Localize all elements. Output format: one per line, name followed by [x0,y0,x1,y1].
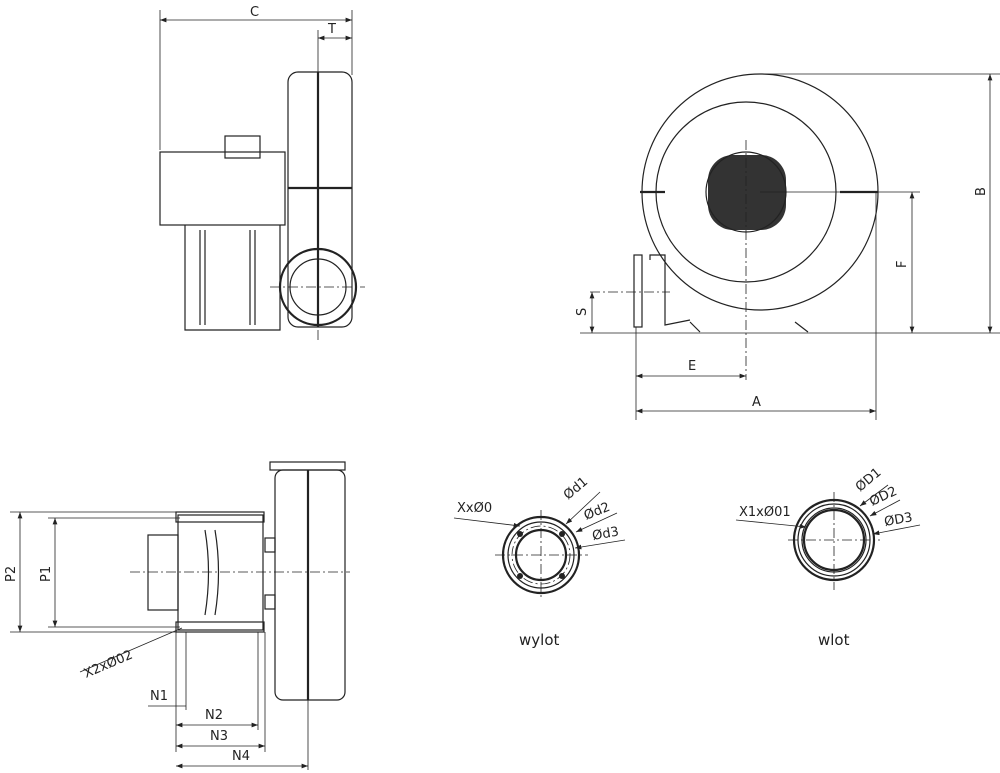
dim-n4: N4 [232,749,250,764]
motor-body [159,151,286,226]
fan-housing-side [287,71,353,328]
inlet-caption: wlot [818,631,850,649]
dim-t: T [327,22,336,37]
outlet-d3: Ød3 [591,525,620,544]
dim-a: A [752,395,761,410]
inlet-D3: ØD3 [883,510,914,530]
dim-n3: N3 [210,729,228,744]
dim-p2: P2 [4,566,19,582]
outlet-d1: Ød1 [561,474,591,503]
dim-p1: P1 [39,566,54,582]
top-view: P2 P1 X2xØ02 N1 N2 N3 N4 [4,461,350,770]
dim-n1: N1 [150,689,168,704]
outlet-holes-label: XxØ0 [457,501,492,516]
dim-s: S [575,308,590,316]
inlet-flange: X1xØ01 ØD1 ØD2 ØD3 wlot [735,465,921,649]
inlet-holes-label: X1xØ01 [739,505,791,520]
outlet-flange: XxØ0 Ød1 Ød2 Ød3 wylot [453,474,626,649]
front-view: B F S E A [575,73,1000,420]
side-view: C T [159,5,365,340]
outlet-d2: Ød2 [582,500,612,524]
dim-f: F [895,261,910,268]
dim-n2: N2 [205,708,223,723]
inlet-grille [708,155,786,230]
outlet-caption: wylot [519,631,559,649]
dim-e: E [688,359,696,374]
terminal-box [224,135,261,159]
dim-b: B [974,187,989,196]
dim-c: C [250,5,259,20]
holes-label: X2xØ02 [82,648,135,682]
inlet-D2: ØD2 [867,484,899,510]
